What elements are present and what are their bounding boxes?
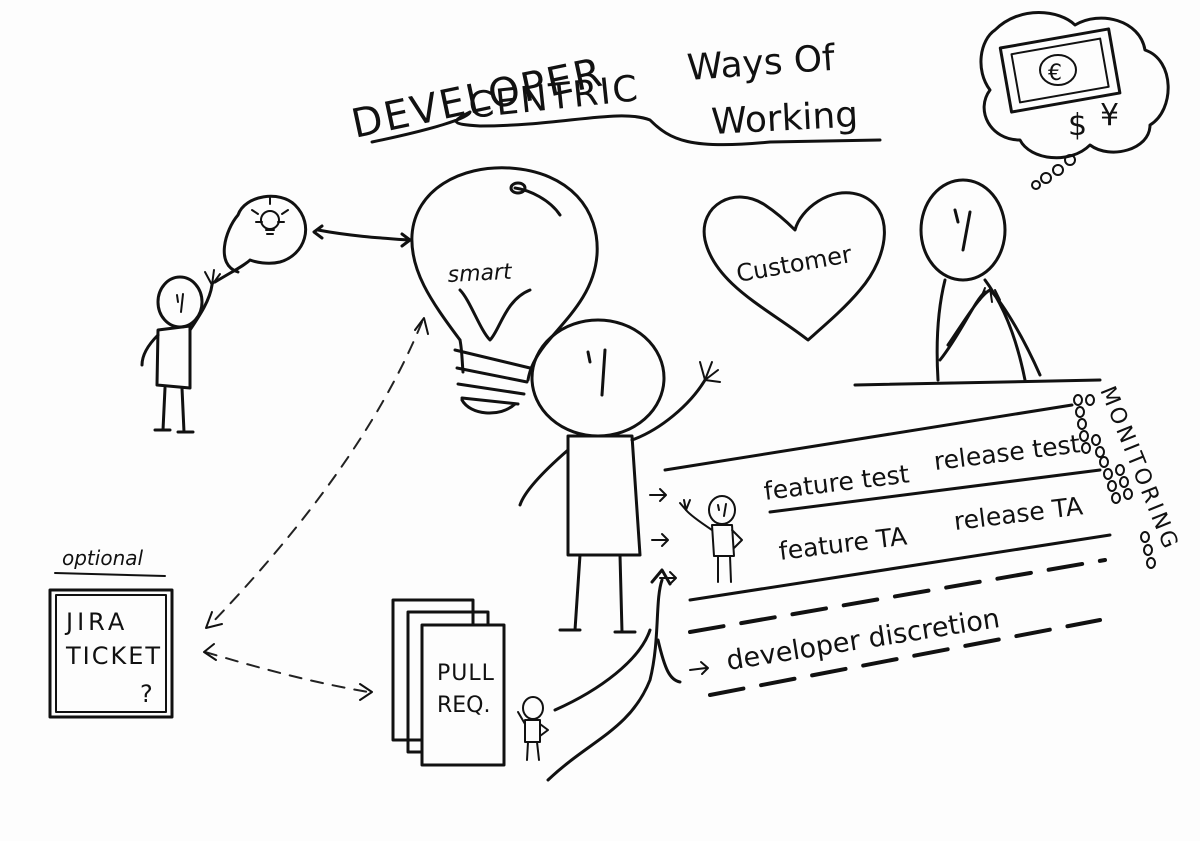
pipeline-dashed-bottom <box>708 618 1102 697</box>
developer-figure <box>518 318 721 634</box>
monitoring-dots <box>1073 394 1156 569</box>
banknote-circle <box>1039 54 1077 86</box>
customer-head <box>919 178 1007 282</box>
jira-ticket: optional JIRA TICKET ? <box>48 546 174 719</box>
thought-bubble-outline <box>979 11 1170 160</box>
customer-desk <box>853 378 1102 387</box>
developer-arms <box>518 378 707 507</box>
lightbulb-base-tip <box>460 398 517 415</box>
bulb-to-ticket-dashed-arrow <box>209 321 423 626</box>
lightbulb-filament <box>458 288 532 342</box>
ticket-optional-label: optional <box>62 546 143 570</box>
pr-line1: PULL <box>437 661 495 686</box>
thought-dot <box>1031 180 1041 190</box>
tester-body <box>685 509 743 583</box>
flow-arrow-main <box>546 578 664 782</box>
dollar-icon: $ <box>1068 108 1087 143</box>
title-working: Working <box>710 94 859 143</box>
pipeline-top-line <box>663 403 1074 472</box>
banknote-inner <box>1010 37 1110 104</box>
flow-arrow-head <box>650 568 672 586</box>
tester-hand <box>679 499 691 511</box>
arrow-icon <box>651 533 669 547</box>
thought-dot <box>1052 164 1064 176</box>
idea-figure-hand <box>204 269 221 286</box>
ticket-outline <box>48 588 174 719</box>
thought-dot <box>1064 154 1076 166</box>
tester-head <box>708 495 736 525</box>
idea-figure-body <box>155 324 192 390</box>
customer-figure <box>853 178 1102 387</box>
developer-hand <box>699 361 721 383</box>
optional-underline <box>54 572 166 577</box>
idea-speech-bubble <box>213 194 308 284</box>
ticket-line1: JIRA <box>64 608 128 636</box>
idea-arrowheads <box>312 224 412 248</box>
money-thought-bubble: € $ ¥ <box>979 11 1170 190</box>
developer-legs <box>558 553 637 634</box>
developer-face <box>586 348 607 397</box>
customer-heart: Customer <box>702 191 886 342</box>
customer-body <box>935 278 1027 382</box>
pull-request-stack: PULL REQ. <box>391 598 549 767</box>
ticket-line2: TICKET <box>65 642 162 670</box>
lightbulb-highlight <box>513 186 562 217</box>
pr-line2: REQ. <box>437 693 491 718</box>
monitoring: MONITORING <box>1073 383 1183 569</box>
lightbulb-glint <box>509 181 527 195</box>
banknote-outline <box>998 27 1122 114</box>
ticket-to-pr-dashed-arrow <box>204 651 369 693</box>
feature-test-label: feature test <box>762 459 911 506</box>
lightbulb: smart <box>410 166 599 415</box>
arrow-icon <box>649 488 667 502</box>
release-ta-label: release TA <box>952 491 1084 536</box>
dashed-arrowheads <box>205 317 429 629</box>
developer-body <box>566 434 642 557</box>
customer-hands <box>979 287 1001 303</box>
customer-face <box>953 208 972 252</box>
pr-figure-body <box>517 711 549 761</box>
idea-figure-arms <box>140 283 214 367</box>
title-group: DEVELOPER CENTRIC Ways Of Working <box>348 38 882 148</box>
pipeline-dashed-top <box>688 558 1107 634</box>
title-underline <box>370 110 882 147</box>
thought-dot <box>1040 172 1052 184</box>
dashed-arrowheads-2 <box>203 643 373 701</box>
idea-figure-legs <box>153 386 195 434</box>
pipeline-middle-line <box>768 468 1102 514</box>
flow-arrow-pr <box>553 628 652 712</box>
feature-ta-label: feature TA <box>777 521 908 565</box>
arrow-icon <box>689 661 709 675</box>
heart-label: Customer <box>734 240 854 288</box>
small-lightbulb-icon <box>260 210 280 230</box>
yen-icon: ¥ <box>1100 98 1119 133</box>
customer-arms <box>938 288 1042 377</box>
release-test-label: release test <box>932 429 1082 476</box>
idea-figure-face <box>176 293 184 313</box>
developer-head <box>530 318 666 438</box>
ticket-inner <box>55 594 167 713</box>
idea-to-bulb-arrow <box>316 228 410 242</box>
lightbulb-label: smart <box>447 260 514 288</box>
ticket-question-mark: ? <box>140 680 153 708</box>
pr-figure-head <box>522 696 544 720</box>
euro-icon: € <box>1048 61 1062 86</box>
small-lightbulb-rays <box>251 195 289 235</box>
tester-face <box>717 503 727 517</box>
pipeline: feature test release test feature TA rel… <box>649 403 1112 697</box>
title-ways-of: Ways Of <box>686 38 838 89</box>
arrow-icon <box>659 571 677 585</box>
idea-figure <box>140 194 412 434</box>
heart-outline <box>702 191 886 342</box>
lightbulb-base-rings <box>453 348 532 406</box>
pipeline-bottom-line <box>688 533 1112 602</box>
pr-page-front <box>420 623 506 767</box>
flow-arrow-discretion <box>656 638 682 684</box>
